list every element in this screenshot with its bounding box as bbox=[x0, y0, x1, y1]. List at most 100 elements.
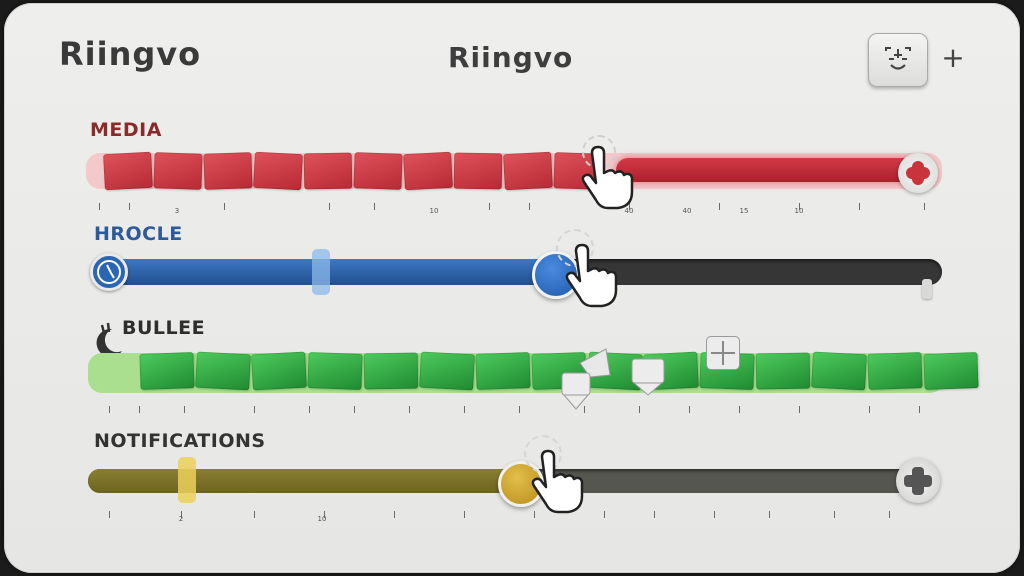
hrocle-pointer-hand-icon bbox=[564, 241, 628, 313]
scale-tick bbox=[109, 406, 110, 413]
notifications-pointer-hand-icon bbox=[530, 447, 594, 519]
scale-tick bbox=[719, 203, 720, 210]
window-title: Riingvo bbox=[448, 41, 574, 74]
notifications-marker bbox=[178, 457, 196, 503]
hrocle-marker bbox=[312, 249, 330, 295]
scale-tick bbox=[184, 406, 185, 413]
hrocle-thumb-halo bbox=[556, 229, 594, 267]
hrocle-end-handle[interactable] bbox=[922, 279, 932, 299]
scale-tick-label: 10 bbox=[429, 207, 439, 215]
scale-tick bbox=[354, 406, 355, 413]
scale-tick bbox=[254, 511, 255, 518]
scale-tick bbox=[799, 203, 800, 210]
scale-tick bbox=[714, 511, 715, 518]
clock-icon bbox=[97, 260, 121, 284]
bullee-label: BULLEE bbox=[122, 317, 206, 339]
scale-tick bbox=[374, 203, 375, 210]
scale-tick bbox=[629, 203, 630, 210]
scale-tick bbox=[224, 203, 225, 210]
scale-tick bbox=[769, 511, 770, 518]
scale-tick bbox=[689, 406, 690, 413]
scale-tick bbox=[584, 406, 585, 413]
scale-tick bbox=[464, 511, 465, 518]
media-track-remaining bbox=[616, 158, 916, 182]
media-label: MEDIA bbox=[90, 119, 162, 141]
scale-tick bbox=[924, 203, 925, 210]
fill-segment bbox=[303, 152, 353, 190]
bullee-track[interactable] bbox=[88, 351, 979, 393]
scale-tick-label: 10 bbox=[794, 207, 804, 215]
scale-tick bbox=[834, 511, 835, 518]
fill-segment bbox=[195, 351, 251, 391]
scale-tick-label: 3 bbox=[174, 207, 180, 215]
scale-tick bbox=[519, 406, 520, 413]
fill-segment bbox=[251, 351, 307, 391]
scale-tick bbox=[409, 406, 410, 413]
scale-tick bbox=[464, 406, 465, 413]
scale-tick bbox=[534, 511, 535, 518]
fill-segment bbox=[253, 151, 303, 191]
fill-segment bbox=[755, 352, 811, 390]
notifications-label: NOTIFICATIONS bbox=[94, 430, 266, 452]
scale-tick bbox=[309, 406, 310, 413]
scale-tick bbox=[739, 406, 740, 413]
scale-tick bbox=[181, 511, 182, 518]
app-logo-text: Riingvo bbox=[59, 35, 202, 73]
notifications-fill bbox=[88, 469, 518, 493]
media-scale: 3 10 40 40 15 10 bbox=[99, 203, 939, 217]
face-settings-icon bbox=[885, 47, 911, 70]
hrocle-track[interactable] bbox=[92, 259, 942, 285]
volume-panel: Riingvo Riingvo + MEDIA 3 10 40 40 15 10 HROC… bbox=[4, 3, 1020, 573]
fill-segment bbox=[503, 151, 553, 191]
fill-segment bbox=[307, 352, 363, 390]
fill-segment bbox=[203, 152, 253, 190]
fill-segment bbox=[353, 152, 403, 190]
scale-tick bbox=[139, 406, 140, 413]
fill-segment bbox=[475, 352, 531, 390]
volume-down-icon[interactable] bbox=[560, 343, 680, 419]
scale-tick bbox=[859, 203, 860, 210]
scale-tick-label: 15 bbox=[739, 207, 749, 215]
fill-segment bbox=[923, 352, 979, 390]
scale-tick bbox=[654, 511, 655, 518]
scale-tick bbox=[329, 203, 330, 210]
scale-tick bbox=[639, 406, 640, 413]
scale-tick bbox=[109, 511, 110, 518]
scale-tick-label: 40 bbox=[624, 207, 634, 215]
fill-segment bbox=[139, 352, 195, 390]
scale-tick-label: 2 bbox=[178, 515, 184, 523]
plus-badge-icon bbox=[904, 467, 932, 495]
scale-tick bbox=[889, 511, 890, 518]
notifications-max-button[interactable] bbox=[896, 459, 940, 503]
fill-segment bbox=[403, 151, 453, 191]
scale-tick bbox=[919, 406, 920, 413]
scale-tick-label: 10 bbox=[317, 515, 327, 523]
scale-tick bbox=[254, 406, 255, 413]
media-track[interactable] bbox=[86, 151, 942, 191]
fill-segment bbox=[867, 352, 923, 390]
hrocle-min-button[interactable] bbox=[90, 253, 128, 291]
media-pointer-hand-icon bbox=[580, 143, 644, 215]
fill-segment bbox=[363, 352, 419, 390]
moon-hand-icon bbox=[92, 321, 128, 363]
scale-tick bbox=[394, 511, 395, 518]
fill-segment bbox=[453, 152, 503, 190]
fill-segment bbox=[419, 351, 475, 391]
flower-icon bbox=[906, 161, 930, 185]
media-max-button[interactable] bbox=[898, 153, 938, 193]
fill-segment bbox=[811, 351, 867, 391]
hrocle-label: HROCLE bbox=[94, 223, 183, 245]
scale-tick bbox=[324, 511, 325, 518]
scale-tick bbox=[869, 406, 870, 413]
scale-tick bbox=[604, 511, 605, 518]
fill-segment bbox=[153, 152, 203, 190]
grid-icon[interactable] bbox=[706, 336, 740, 370]
scale-tick-label: 40 bbox=[682, 207, 692, 215]
scale-tick bbox=[129, 203, 130, 210]
scale-tick bbox=[529, 203, 530, 210]
notifications-scale: 2 10 bbox=[109, 511, 929, 525]
profile-button[interactable] bbox=[868, 33, 928, 87]
bullee-scale bbox=[109, 406, 939, 420]
scale-tick bbox=[799, 406, 800, 413]
add-button[interactable]: + bbox=[941, 41, 965, 74]
